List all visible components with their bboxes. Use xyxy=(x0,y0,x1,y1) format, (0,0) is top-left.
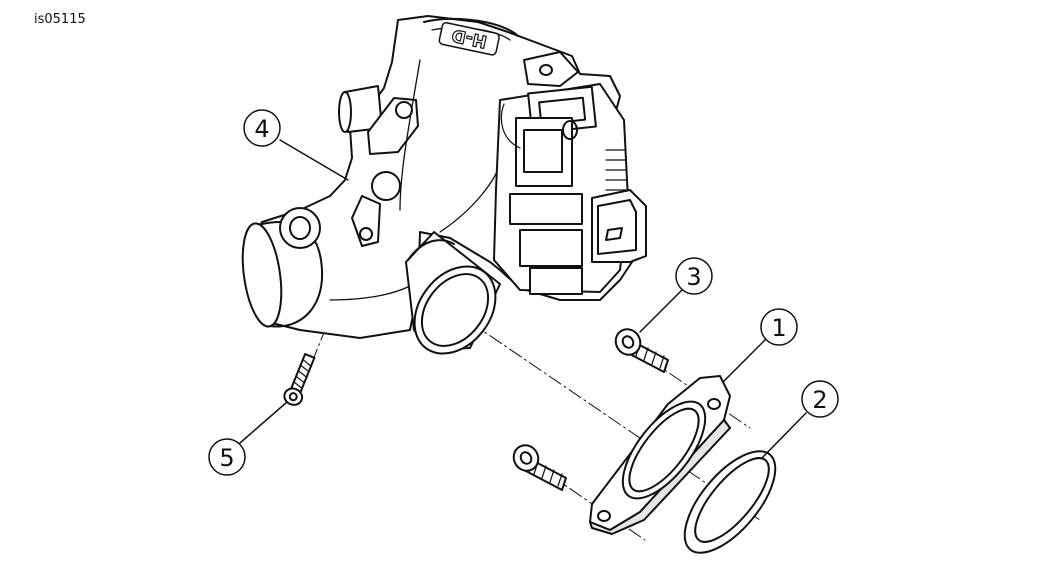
flange-edge xyxy=(589,419,731,535)
flange xyxy=(589,375,731,535)
top-lug xyxy=(367,97,419,155)
top-rim xyxy=(423,17,519,37)
screw-lower-thread xyxy=(533,461,563,487)
top-left-boss-end xyxy=(338,91,352,133)
left-hub xyxy=(279,207,321,249)
callout-5-label: 5 xyxy=(219,444,234,472)
callout-2-circle xyxy=(801,380,839,418)
flange-hole-bottom xyxy=(597,510,611,522)
seal-inner xyxy=(694,457,770,543)
screw-3-socket xyxy=(621,335,635,349)
callout-3-label: 3 xyxy=(686,263,701,291)
connector-latch xyxy=(605,227,623,241)
sensor-cable xyxy=(500,103,521,149)
callout-2: 2 xyxy=(761,380,839,459)
screw-3-head xyxy=(614,328,642,356)
callout-3-circle xyxy=(675,257,713,295)
screw-5-socket xyxy=(288,392,298,402)
callout-2-label: 2 xyxy=(812,386,827,414)
callout-4-leader xyxy=(279,139,349,181)
connector-face xyxy=(597,199,637,255)
callout-3: 3 xyxy=(639,257,713,333)
screw-5-head xyxy=(283,387,304,406)
sensor-frame-low xyxy=(519,229,583,267)
body-contour-2 xyxy=(329,285,411,301)
left-hub-hole xyxy=(289,216,311,240)
screw-lower-socket xyxy=(519,451,533,465)
callout-1-leader xyxy=(722,339,766,383)
callout-4-circle xyxy=(243,109,281,147)
outlet-tube-top xyxy=(407,239,455,261)
hd-logo-frame xyxy=(438,22,500,56)
top-ear-hole xyxy=(539,64,553,76)
sensor-clip-hole xyxy=(562,120,578,140)
sensor-ribs xyxy=(605,149,627,191)
mount-post xyxy=(351,195,381,247)
callout-4-label: 4 xyxy=(254,115,269,143)
screw-5-thread xyxy=(293,358,312,389)
body-contour-1 xyxy=(399,59,421,211)
mount-post-hole xyxy=(359,227,373,241)
screw-3 xyxy=(614,328,669,373)
throttle-body: H-D xyxy=(241,15,647,355)
seal xyxy=(683,450,777,554)
callout-3-leader xyxy=(639,289,683,333)
callout-5-circle xyxy=(208,438,246,476)
callout-1-circle xyxy=(760,308,798,346)
callout-5-leader xyxy=(239,401,288,444)
sensor-clip-face xyxy=(523,129,563,173)
screw-5 xyxy=(283,353,316,406)
screw-lower-head xyxy=(512,444,540,472)
figure-id: is05115 xyxy=(34,12,86,27)
bore-inner xyxy=(420,273,490,347)
hd-logo: H-D xyxy=(438,22,500,56)
callout-5: 5 xyxy=(208,401,288,476)
flange-hole-top xyxy=(707,398,721,410)
screw-lower xyxy=(512,444,567,491)
mid-lug xyxy=(371,171,401,201)
flange-bore xyxy=(621,400,707,500)
sensor-base xyxy=(529,267,583,295)
electrical-connector xyxy=(591,189,647,263)
callout-2-leader xyxy=(761,412,807,459)
sensor-frame-mid xyxy=(509,193,583,225)
callout-1: 1 xyxy=(722,308,798,383)
callout-1-label: 1 xyxy=(771,314,786,342)
flange-bore-inner xyxy=(628,407,700,493)
callout-4: 4 xyxy=(243,109,349,181)
